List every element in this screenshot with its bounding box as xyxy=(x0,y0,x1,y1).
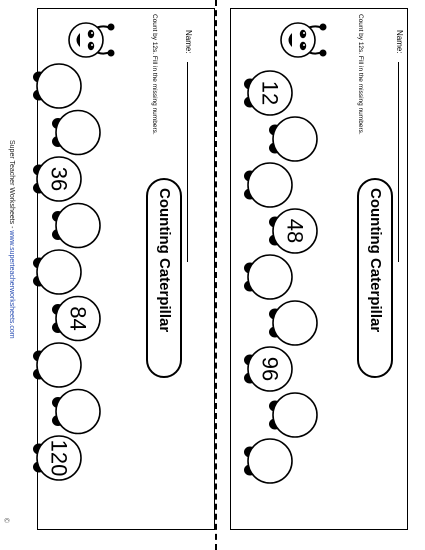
footer-prefix: Super Teacher Worksheets - xyxy=(8,140,15,231)
segment-circle xyxy=(55,295,101,342)
cut-line xyxy=(215,0,217,550)
smile xyxy=(288,33,292,47)
caterpillar-segment: 120 xyxy=(33,435,82,481)
segment-circle xyxy=(247,438,293,484)
caterpillar-segment xyxy=(244,254,293,300)
footer-url[interactable]: www.superteacherworksheets.com xyxy=(8,230,15,339)
caterpillar-head xyxy=(68,22,115,58)
smile xyxy=(76,33,80,47)
segment-circle xyxy=(272,392,318,438)
antenna-tip xyxy=(319,49,327,57)
name-label: Name: xyxy=(184,30,193,54)
segment-circle xyxy=(36,435,82,481)
title-badge xyxy=(357,178,393,378)
segment-circle xyxy=(36,156,82,202)
caterpillar-head xyxy=(280,22,327,58)
antenna-tip xyxy=(319,23,327,31)
segment-number: 12 xyxy=(258,81,283,105)
title-badge xyxy=(146,178,182,378)
caterpillar-segment xyxy=(244,162,293,208)
eye-shine xyxy=(303,44,305,46)
caterpillar-segment: 84 xyxy=(52,295,101,342)
segment-circle xyxy=(247,346,293,392)
segment-circle xyxy=(55,388,101,435)
caterpillar-segment xyxy=(52,109,101,156)
caterpillar-segment: 36 xyxy=(33,156,82,202)
caterpillar-segment xyxy=(269,116,318,162)
eye xyxy=(87,29,95,39)
head-circle xyxy=(68,22,104,58)
caterpillar-segment: 48 xyxy=(269,208,318,254)
page-mark: Ⓒ xyxy=(3,518,9,524)
eye xyxy=(87,41,95,51)
segment-circle xyxy=(55,109,101,156)
name-line[interactable] xyxy=(398,62,399,262)
eye xyxy=(299,29,307,39)
segment-circle xyxy=(36,342,82,388)
segment-circle xyxy=(247,70,293,116)
eye-shine xyxy=(91,32,93,34)
segment-circle xyxy=(272,208,318,254)
caterpillar-segment xyxy=(33,342,82,388)
segment-number: 120 xyxy=(47,440,72,477)
caterpillar-segment xyxy=(52,202,101,249)
segment-circle xyxy=(272,300,318,346)
eye xyxy=(299,41,307,51)
caterpillar-segment xyxy=(244,438,293,484)
antenna-tip xyxy=(107,49,115,57)
footer-credit: Super Teacher Worksheets - www.superteac… xyxy=(8,140,15,339)
segment-circle xyxy=(247,254,293,300)
segment-number: 36 xyxy=(47,167,72,191)
segment-circle xyxy=(55,202,101,249)
caterpillar-segment xyxy=(269,392,318,438)
caterpillar-segment xyxy=(269,300,318,346)
name-line[interactable] xyxy=(187,62,188,262)
antenna-tip xyxy=(107,23,115,31)
worksheet-title: Counting Caterpillar xyxy=(156,188,173,333)
caterpillar-segment xyxy=(52,388,101,435)
segment-circle xyxy=(36,63,82,109)
caterpillar-segment xyxy=(33,249,82,295)
segment-number: 96 xyxy=(258,357,283,381)
eye-shine xyxy=(91,44,93,46)
segment-number: 48 xyxy=(283,219,308,243)
head-circle xyxy=(280,22,316,58)
instructions-text: Count by 12s. Fill in the missing number… xyxy=(151,14,158,135)
caterpillar-segment: 96 xyxy=(244,346,293,392)
caterpillar-segment xyxy=(33,63,82,109)
segment-number: 84 xyxy=(66,306,91,330)
segment-circle xyxy=(247,162,293,208)
segment-circle xyxy=(36,249,82,295)
segment-circle xyxy=(272,116,318,162)
caterpillar-segment: 12 xyxy=(244,70,293,116)
eye-shine xyxy=(303,32,305,34)
